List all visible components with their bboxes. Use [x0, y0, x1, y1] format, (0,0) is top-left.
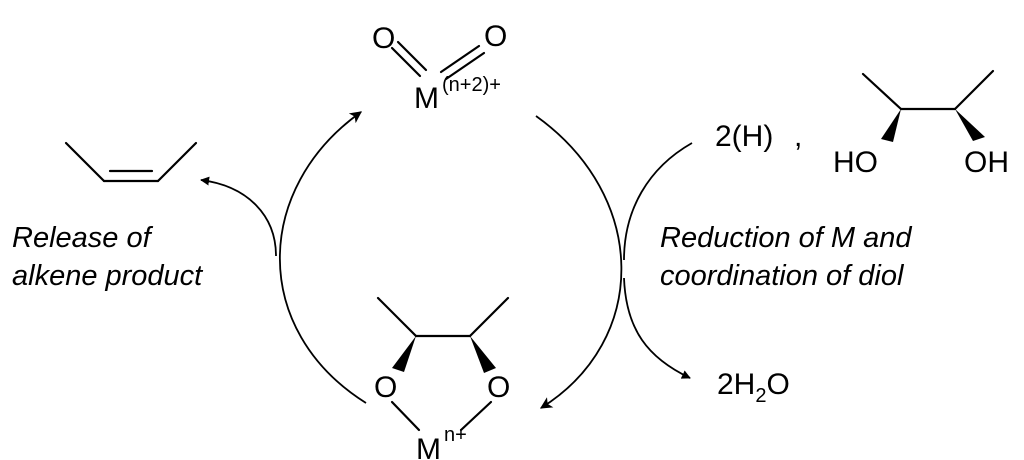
diolate-complex: O O M n+ — [374, 296, 510, 460]
diolate-oxygen-right: O — [487, 371, 510, 404]
oxo-oxidation-state: (n+2)+ — [442, 74, 501, 96]
diolate-oxidation-state: n+ — [444, 424, 467, 446]
label-reduction-line2: coordination of diol — [660, 260, 905, 292]
label-reduction-line1: Reduction of M and — [660, 222, 912, 254]
arrow-to-alkene — [200, 176, 277, 257]
oxo-metal: M — [414, 82, 439, 115]
oxo-bond-left-b — [396, 40, 428, 72]
water-formula: 2H2O — [717, 368, 790, 407]
diolate-oxygen-left: O — [374, 371, 397, 404]
arrow-to-water — [623, 277, 691, 379]
alkene-product — [64, 141, 198, 183]
reagent-comma: , — [794, 120, 802, 153]
oxo-oxygen-left: O — [372, 22, 395, 55]
arc-alkene-release — [279, 111, 367, 404]
water-product: 2H2O — [717, 368, 790, 407]
label-release-line2: alkene product — [12, 260, 204, 292]
diolate-o-m-bond-right — [459, 400, 493, 432]
reductant-label: 2(H) — [715, 120, 773, 153]
diol-reagent: 2(H) , HO OH — [715, 69, 1009, 179]
oxo-bond-left-a — [390, 46, 422, 78]
diol-hydroxyl-left: HO — [833, 146, 878, 179]
oxo-bond-right-a — [439, 44, 481, 74]
alkene-methyl-left — [64, 141, 106, 183]
diolate-wedge-right — [470, 336, 496, 373]
diol-wedge-left — [881, 109, 901, 142]
arc-reduction-coordination — [535, 115, 623, 409]
arrow-from-diol — [623, 142, 693, 261]
diol-wedge-right — [955, 109, 985, 141]
diol-methyl-left — [861, 72, 903, 111]
diol-methyl-right — [953, 69, 995, 111]
oxo-bond-right-b — [444, 51, 486, 81]
diolate-methyl-right — [468, 296, 510, 338]
diolate-wedge-left — [392, 336, 416, 372]
diolate-metal: M — [416, 433, 441, 460]
alkene-methyl-right — [156, 141, 198, 183]
label-release-line1: Release of — [12, 222, 154, 254]
oxo-complex: O O M (n+2)+ — [372, 20, 507, 115]
diolate-methyl-left — [376, 296, 418, 338]
oxo-oxygen-right: O — [484, 20, 507, 53]
diol-hydroxyl-right: OH — [964, 146, 1009, 179]
diolate-o-m-bond-left — [390, 400, 421, 432]
